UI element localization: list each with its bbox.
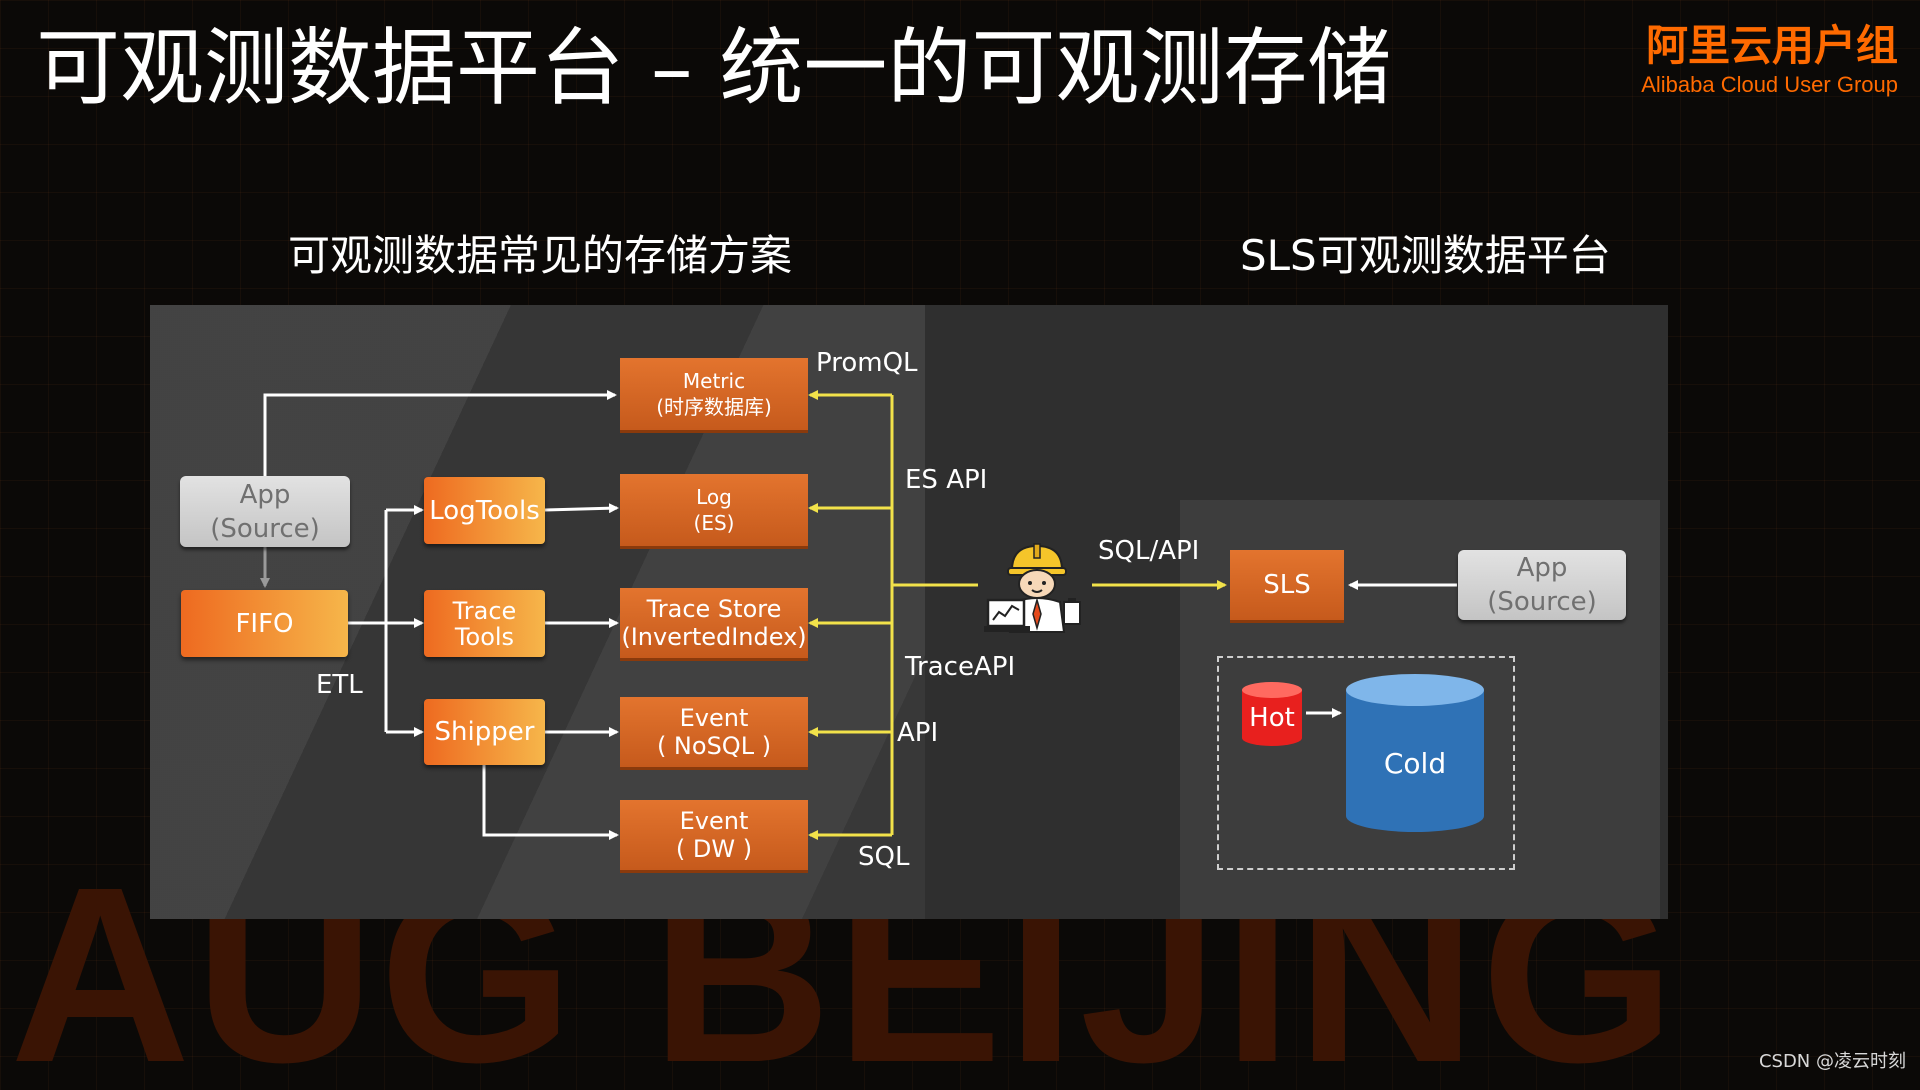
- trace-store-node: Trace Store (InvertedIndex): [620, 588, 808, 658]
- fifo-node: FIFO: [181, 590, 348, 657]
- metric-store-node: Metric (时序数据库): [620, 358, 808, 430]
- footer-credit: CSDN @凌云时刻: [1758, 1051, 1906, 1072]
- app-source-node: App (Source): [180, 476, 350, 547]
- brand-name-cn: 阿里云用户组: [1645, 21, 1898, 70]
- trace-tools-node: Trace Tools: [424, 590, 545, 657]
- sql-label: SQL: [858, 842, 910, 872]
- log-store-node: Log (ES): [620, 474, 808, 546]
- shipper-node: Shipper: [424, 699, 545, 765]
- edge-logtools-log: [544, 503, 619, 514]
- event-nosql-node: Event ( NoSQL ): [620, 697, 808, 767]
- hot-storage-cylinder: [1240, 680, 1304, 748]
- event-dw-node: Event ( DW ): [620, 800, 808, 870]
- trace-api-label: TraceAPI: [905, 652, 1016, 682]
- promql-label: PromQL: [816, 348, 918, 378]
- sql-api-label: SQL/API: [1098, 536, 1200, 566]
- brand-name-en: Alibaba Cloud User Group: [1641, 72, 1898, 97]
- es-api-label: ES API: [905, 465, 988, 495]
- app-source-node-right: App (Source): [1458, 550, 1626, 620]
- left-section-title: 可观测数据常见的存储方案: [288, 231, 793, 280]
- hot-label: Hot: [1249, 703, 1295, 733]
- storage-tier-box: [1217, 656, 1515, 870]
- right-section-title: SLS可观测数据平台: [1240, 231, 1611, 280]
- sls-node: SLS: [1230, 550, 1344, 620]
- api-label: API: [897, 718, 939, 748]
- etl-label: ETL: [316, 670, 363, 700]
- edge-shipper-dw: [482, 765, 619, 840]
- logtools-node: LogTools: [424, 477, 545, 544]
- cold-storage-cylinder: [1344, 672, 1486, 834]
- engineer-with-chart-icon: [982, 532, 1088, 638]
- cold-label: Cold: [1383, 746, 1447, 780]
- edge-app-metric: [263, 390, 617, 476]
- slide-title: 可观测数据平台 – 统一的可观测存储: [36, 19, 1392, 117]
